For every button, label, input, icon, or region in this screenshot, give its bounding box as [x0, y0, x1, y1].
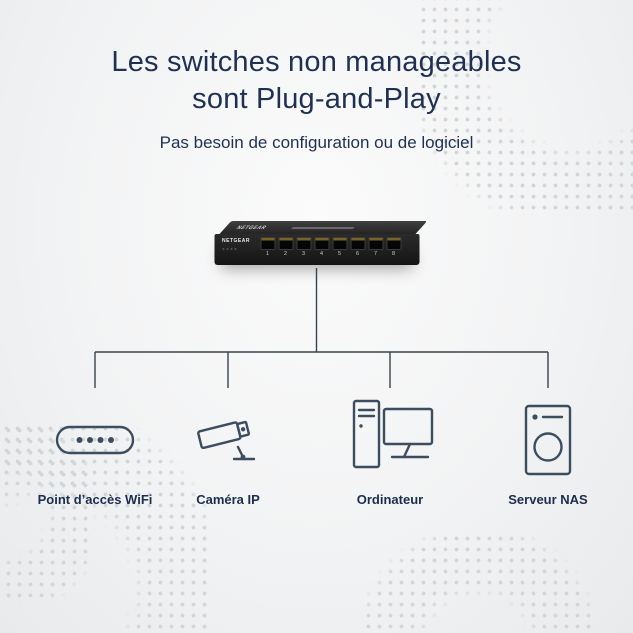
led-indicator	[230, 248, 232, 250]
icon-wrap	[342, 388, 438, 492]
device-wifi-access-point: Point d’accès WiFi	[19, 388, 171, 510]
page-title-line1: Les switches non manageables	[111, 46, 522, 78]
page-subtitle: Pas besoin de configuration ou de logici…	[159, 133, 474, 152]
port-number: 7	[373, 251, 378, 257]
rj45-jack	[260, 237, 275, 250]
device-label: Point d’accès WiFi	[37, 492, 153, 507]
rj45-jack	[368, 237, 383, 250]
port-number: 5	[337, 251, 342, 257]
switch-port: 6	[350, 237, 365, 265]
switch-port: 3	[296, 237, 311, 265]
wifi-access-point-icon	[55, 425, 135, 455]
switch-port: 8	[386, 237, 401, 265]
switch-top-brand-text: NETGEAR	[234, 224, 269, 231]
led-indicator	[222, 248, 224, 250]
icon-wrap	[54, 388, 136, 492]
ip-camera-icon	[197, 420, 256, 461]
rj45-jack	[278, 237, 293, 250]
halftone-dots-bottom-right	[363, 533, 593, 633]
page-title-line2: sont Plug-and-Play	[192, 83, 441, 115]
port-number: 2	[283, 251, 288, 257]
port-number: 6	[355, 251, 360, 257]
network-switch: NETGEAR NETGEAR 1 2 3 4 5 6 7	[214, 221, 427, 265]
rj45-jack	[332, 237, 347, 250]
rj45-jack	[296, 237, 311, 250]
switch-brand-panel: NETGEAR	[214, 234, 260, 265]
device-ip-camera: Caméra IP	[152, 388, 304, 510]
page-title: Les switches non manageables sont Plug-a…	[0, 44, 633, 118]
switch-port: 4	[314, 237, 329, 265]
device-nas-server: Serveur NAS	[472, 388, 624, 510]
led-indicator	[234, 248, 236, 250]
rj45-jack	[386, 237, 401, 250]
port-number: 3	[301, 251, 306, 257]
rj45-jack	[350, 237, 365, 250]
computer-icon	[352, 399, 434, 469]
device-computer: Ordinateur	[314, 388, 466, 510]
device-label: Caméra IP	[196, 492, 260, 507]
switch-port: 2	[278, 237, 293, 265]
switch-brand-text: NETGEAR	[222, 238, 250, 244]
switch-port: 1	[260, 237, 275, 265]
switch-port-row: 1 2 3 4 5 6 7 8	[260, 234, 401, 265]
icon-wrap	[192, 388, 264, 492]
port-number: 1	[265, 251, 270, 257]
rj45-jack	[314, 237, 329, 250]
switch-led-row	[222, 248, 260, 250]
switch-port: 7	[368, 237, 383, 265]
switch-port: 5	[332, 237, 347, 265]
port-number: 4	[319, 251, 324, 257]
port-number: 8	[391, 251, 396, 257]
icon-wrap	[521, 388, 575, 492]
device-label: Serveur NAS	[508, 492, 588, 507]
switch-top-print-line	[290, 226, 355, 229]
led-indicator	[226, 248, 228, 250]
device-label: Ordinateur	[356, 492, 424, 507]
switch-front-face: NETGEAR 1 2 3 4 5 6 7 8	[214, 234, 419, 265]
nas-server-icon	[524, 404, 572, 476]
switch-top-face: NETGEAR	[219, 221, 427, 234]
